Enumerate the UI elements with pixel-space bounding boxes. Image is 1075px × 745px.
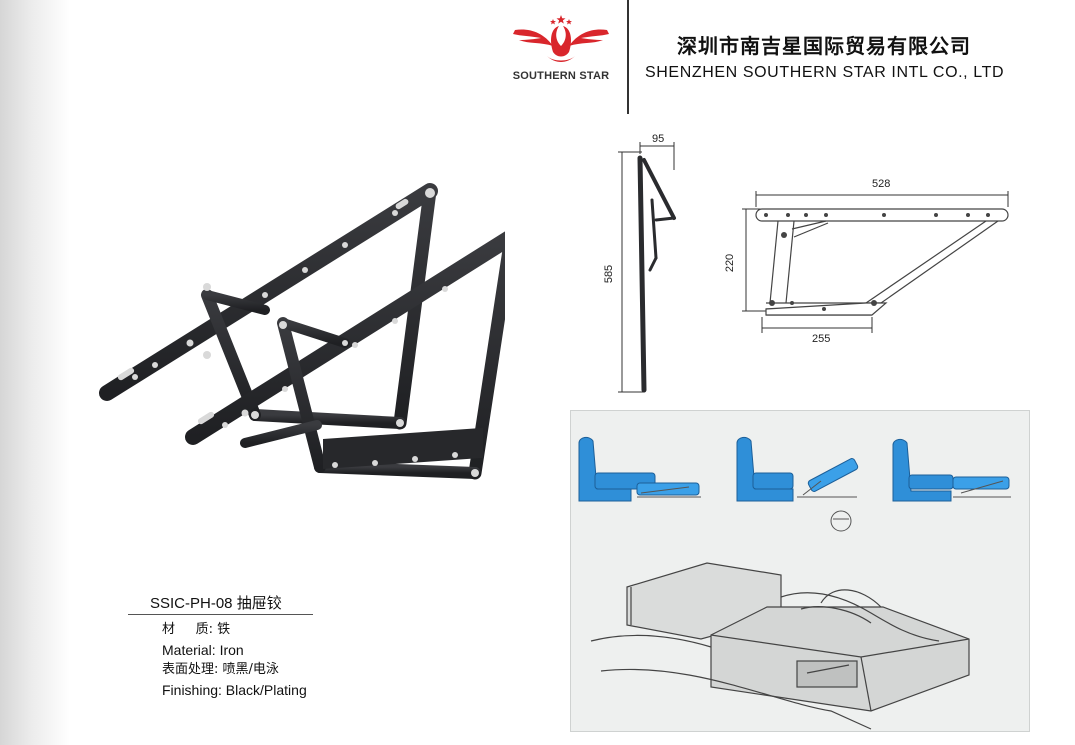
product-spec-block: SSIC-PH-08 抽屉铰 材 质: 铁 Material: Iron 表面处… <box>128 592 480 700</box>
dim-base-length: 255 <box>812 333 831 345</box>
pullout-bed-sketch <box>590 562 970 730</box>
model-code: SSIC-PH-08 <box>150 595 233 612</box>
side-view-drawing <box>618 142 676 393</box>
logo-text: SOUTHERN STAR <box>512 70 610 82</box>
finishing-cn: 表面处理: 喷黑/电泳 <box>162 662 279 677</box>
material-cn: 材 质: 铁 <box>162 622 231 637</box>
dim-side-width: 95 <box>652 133 665 145</box>
model-name-cn: 抽屉铰 <box>236 594 282 612</box>
company-logo: SOUTHERN STAR <box>505 12 615 92</box>
sofa-bed <box>892 438 1010 502</box>
sofa-closed <box>578 436 700 502</box>
dim-top-length: 528 <box>872 178 891 190</box>
company-name-en: SHENZHEN SOUTHERN STAR INTL CO., LTD <box>645 64 1005 81</box>
sofa-bed-illustration <box>578 436 1011 730</box>
material-en: Material: Iron <box>162 642 244 658</box>
swan-wings-icon <box>513 15 609 62</box>
header-divider <box>627 0 629 114</box>
dim-side-height: 585 <box>603 264 616 284</box>
finishing-en: Finishing: Black/Plating <box>162 682 307 698</box>
usage-illustration <box>570 410 1030 732</box>
product-photo <box>99 183 505 480</box>
hinge-front <box>185 231 505 480</box>
company-name-cn: 深圳市南吉星国际贸易有限公司 <box>677 34 971 58</box>
spec-list: 材 质: 铁 Material: Iron 表面处理: 喷黑/电泳 Finish… <box>150 620 480 700</box>
model-title: SSIC-PH-08 抽屉铰 <box>150 592 480 616</box>
page-edge-shade <box>0 0 70 745</box>
title-underline <box>128 614 313 615</box>
sofa-opening <box>736 436 859 502</box>
front-view-drawing <box>742 191 1009 333</box>
dim-height: 220 <box>724 253 737 273</box>
